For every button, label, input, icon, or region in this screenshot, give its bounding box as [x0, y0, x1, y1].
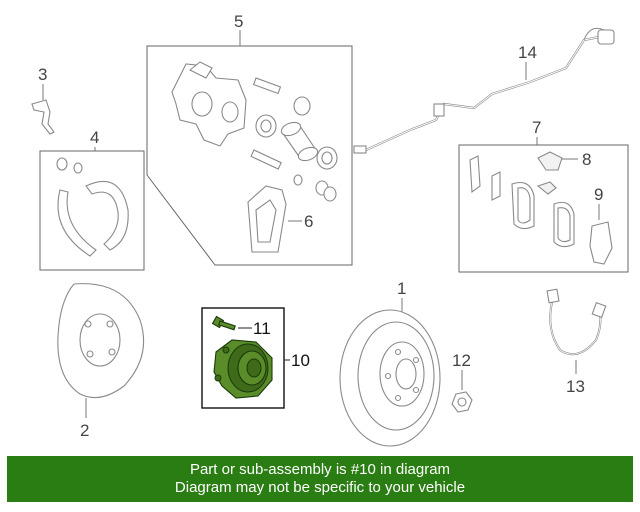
- brake-cable-part: [365, 34, 605, 152]
- banner-line-1: Part or sub-assembly is #10 in diagram: [189, 461, 451, 478]
- caliper-piston: [280, 121, 319, 162]
- callout-2: 2: [80, 421, 89, 440]
- parking-shoe-right: [85, 181, 129, 251]
- parts-diagram: 5: [31, 12, 629, 447]
- callout-7: 7: [532, 118, 541, 137]
- brake-pad-group: 7 8 9: [458, 118, 629, 273]
- callout-1: 1: [397, 279, 406, 298]
- pad-clip-part: [536, 151, 563, 195]
- dust-shield-group: 2: [57, 283, 145, 440]
- caliper-body: [171, 61, 247, 147]
- hub-nut-group: 12: [451, 351, 473, 413]
- brake-hose-group: 13: [546, 288, 607, 396]
- diagram-notice-banner: Part or sub-assembly is #10 in diagram D…: [7, 456, 633, 502]
- callout-6: 6: [304, 212, 313, 231]
- brake-pad-box: [458, 144, 629, 273]
- parking-shoe-box: [39, 150, 145, 271]
- caliper-assembly-group: 5: [146, 12, 353, 266]
- brake-pad-part: [511, 181, 575, 248]
- parking-shoe-group: 4: [39, 128, 145, 271]
- callout-8: 8: [582, 150, 591, 169]
- brake-rotor-group: 1: [339, 279, 441, 447]
- brake-cable-group: 14: [353, 27, 615, 154]
- callout-5: 5: [234, 12, 243, 31]
- callout-12: 12: [452, 351, 471, 370]
- banner-line-2: Diagram may not be specific to your vehi…: [174, 479, 466, 496]
- parking-shoe-left: [57, 189, 97, 257]
- pad-shim-part: [589, 221, 613, 265]
- caliper-assembly-box: [146, 45, 353, 266]
- hub-bearing-box: [201, 307, 285, 409]
- callout-13: 13: [566, 377, 585, 396]
- hub-bearing-part: [213, 339, 273, 399]
- spring-clip-part: [31, 99, 55, 135]
- callout-11: 11: [253, 319, 271, 338]
- spring-clip-group: 3: [31, 65, 55, 135]
- callout-10: 10: [291, 351, 310, 370]
- callout-14: 14: [518, 43, 537, 62]
- caliper-bracket: [247, 185, 287, 253]
- callout-9: 9: [594, 185, 603, 204]
- caliper-bolts: [250, 77, 282, 170]
- caliper-seals: [255, 96, 338, 202]
- callout-4: 4: [90, 128, 99, 147]
- callout-3: 3: [38, 65, 47, 84]
- hub-bearing-group: 11 10: [201, 307, 310, 409]
- hub-bolt: [211, 315, 236, 331]
